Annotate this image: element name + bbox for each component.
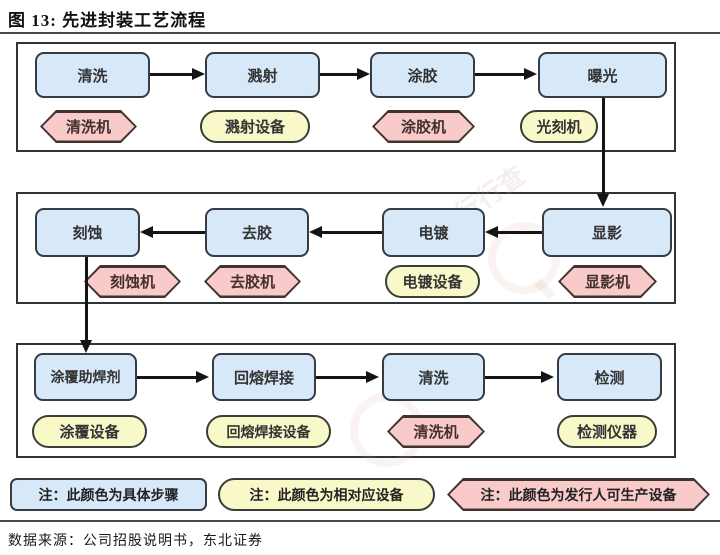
step-sputtering: 溅射 [205, 52, 320, 98]
equipment-label: 涂胶机 [375, 113, 473, 141]
equipment-glue-coater: 涂胶机 [372, 110, 475, 143]
equipment-label: 电镀设备 [402, 274, 463, 291]
step-glue-stripping: 去胶 [205, 208, 309, 257]
arrow-right-head-icon [366, 371, 379, 383]
step-label: 刻蚀 [72, 225, 103, 242]
arrow-left-icon [321, 231, 382, 234]
equipment-label: 去胶机 [207, 268, 299, 296]
equipment-label: 刻蚀机 [87, 268, 179, 296]
step-flux-coating: 涂覆助焊剂 [34, 353, 137, 401]
equipment-label: 光刻机 [536, 119, 582, 136]
arrow-right-icon [137, 376, 197, 379]
equipment-label: 涂覆设备 [59, 424, 120, 441]
arrow-right-icon [320, 73, 358, 76]
step-inspection: 检测 [557, 353, 662, 401]
arrow-right-head-icon [357, 68, 370, 80]
process-row-1-frame [16, 42, 676, 152]
arrow-right-head-icon [192, 68, 205, 80]
equipment-sputtering-equipment: 溅射设备 [200, 110, 310, 143]
arrow-right-head-icon [541, 371, 554, 383]
figure-title: 图 13: 先进封装工艺流程 [8, 11, 207, 30]
arrow-left-icon [152, 231, 205, 234]
arrow-down-icon [602, 98, 605, 195]
equipment-etching-machine: 刻蚀机 [84, 265, 181, 298]
arrow-left-head-icon [485, 226, 498, 238]
process-row-3-frame [16, 343, 676, 458]
arrow-right-icon [485, 376, 542, 379]
legend-step-color: 注：此颜色为具体步骤 [10, 478, 207, 511]
step-label: 去胶 [241, 225, 272, 242]
step-label: 涂胶 [407, 67, 438, 85]
equipment-reflow-soldering-equipment: 回熔焊接设备 [206, 415, 331, 448]
footer-divider [0, 520, 720, 522]
arrow-right-head-icon [524, 68, 537, 80]
arrow-left-icon [497, 231, 542, 234]
legend-equipment-color: 注：此颜色为相对应设备 [218, 478, 435, 511]
arrow-left-head-icon [140, 226, 153, 238]
step-reflow-soldering: 回熔焊接 [212, 353, 316, 401]
data-source: 数据来源：公司招股说明书，东北证券 [8, 534, 263, 549]
legend-label: 注：此颜色为相对应设备 [249, 486, 404, 503]
step-label: 清洗 [77, 67, 108, 85]
arrow-right-icon [150, 73, 193, 76]
equipment-label: 溅射设备 [224, 119, 285, 136]
step-label: 清洗 [418, 369, 449, 387]
process-row-2-frame [16, 192, 676, 304]
step-glue-coating: 涂胶 [370, 52, 475, 98]
legend-issuer-equipment-color: 注：此颜色为发行人可生产设备 [447, 478, 710, 511]
equipment-plating-equipment: 电镀设备 [385, 265, 480, 298]
equipment-coating-equipment: 涂覆设备 [32, 415, 147, 448]
step-cleaning-2: 清洗 [382, 353, 485, 401]
arrow-down-head-icon [80, 340, 92, 353]
equipment-label: 清洗机 [390, 418, 483, 446]
equipment-developing-machine: 显影机 [558, 265, 657, 298]
arrow-right-head-icon [196, 371, 209, 383]
equipment-label: 检测仪器 [576, 424, 637, 441]
step-label: 涂覆助焊剂 [50, 369, 121, 385]
step-label: 曝光 [587, 67, 618, 85]
arrow-down-icon [85, 257, 88, 341]
legend-label: 注：此颜色为发行人可生产设备 [450, 481, 708, 509]
step-electroplating: 电镀 [382, 208, 485, 257]
equipment-lithography-machine: 光刻机 [520, 110, 598, 143]
legend-label: 注：此颜色为具体步骤 [38, 486, 179, 503]
step-developing: 显影 [542, 208, 672, 257]
arrow-left-head-icon [309, 226, 322, 238]
step-label: 回熔焊接 [233, 369, 294, 387]
step-etching: 刻蚀 [35, 208, 140, 257]
equipment-cleaning-machine-2: 清洗机 [387, 415, 485, 448]
title-divider [0, 32, 720, 34]
step-exposure: 曝光 [538, 52, 667, 98]
step-label: 电镀 [418, 225, 449, 242]
equipment-label: 清洗机 [43, 113, 135, 141]
equipment-inspection-instrument: 检测仪器 [557, 415, 657, 448]
equipment-cleaning-machine: 清洗机 [40, 110, 137, 143]
step-label: 检测 [594, 369, 625, 387]
equipment-label: 回熔焊接设备 [226, 423, 311, 440]
equipment-label: 显影机 [561, 268, 655, 296]
arrow-right-icon [475, 73, 525, 76]
step-label: 溅射 [247, 67, 278, 85]
arrow-down-head-icon [597, 194, 609, 207]
step-label: 显影 [591, 225, 622, 242]
equipment-stripping-machine: 去胶机 [204, 265, 301, 298]
step-cleaning: 清洗 [35, 52, 150, 98]
arrow-right-icon [316, 376, 367, 379]
